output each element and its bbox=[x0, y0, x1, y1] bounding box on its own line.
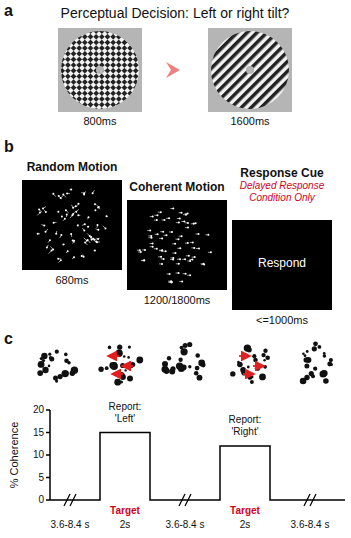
panel-letter: b bbox=[4, 138, 14, 156]
report-note: Report: 'Right' bbox=[219, 414, 271, 437]
screen-heading: Coherent Motion bbox=[127, 180, 227, 194]
moving-dots bbox=[127, 200, 227, 290]
duration: 2s bbox=[120, 519, 131, 531]
black-screen bbox=[127, 200, 227, 290]
black-screen bbox=[22, 180, 122, 270]
coherence-chart bbox=[46, 410, 345, 506]
report-note: Report: 'Left' bbox=[99, 401, 151, 424]
target-label: Target bbox=[230, 505, 260, 517]
interval-label: 3.6-8.4 s bbox=[166, 519, 205, 531]
panel-letter: a bbox=[4, 2, 13, 20]
duration: 680ms bbox=[55, 274, 88, 287]
condition-note: Delayed Response Condition Only bbox=[232, 180, 332, 204]
tilted-grating bbox=[208, 28, 292, 112]
tick-label: 20 bbox=[14, 404, 44, 416]
plaid-stimulus bbox=[58, 28, 142, 112]
tick-label: 0 bbox=[14, 494, 44, 506]
moving-dots bbox=[22, 180, 122, 270]
screen-heading: Response Cue bbox=[232, 166, 332, 180]
duration: <=1000ms bbox=[256, 314, 308, 327]
panel-title: Perceptual Decision: Left or right tilt? bbox=[61, 5, 290, 21]
stimulus-screen: Random Motion bbox=[22, 160, 122, 270]
panel-letter: c bbox=[4, 330, 13, 348]
sequence-chevron bbox=[166, 62, 180, 78]
duration: 1200/1800ms bbox=[144, 294, 211, 307]
axis-title: % Coherence bbox=[8, 422, 21, 489]
tick-label: 5 bbox=[14, 472, 44, 484]
duration: 1600ms bbox=[230, 115, 269, 128]
screen-text: Respond bbox=[232, 256, 332, 270]
stimulus-screen: Coherent Motion bbox=[127, 180, 227, 290]
target-label: Target bbox=[110, 505, 140, 517]
duration: 2s bbox=[240, 519, 251, 531]
dot-clusters bbox=[37, 341, 333, 385]
tick-label: 15 bbox=[14, 427, 44, 439]
screen-heading: Random Motion bbox=[22, 160, 122, 174]
interval-label: 3.6-8.4 s bbox=[51, 519, 90, 531]
interval-label: 3.6-8.4 s bbox=[291, 519, 330, 531]
stimulus-screen: Response CueDelayed Response Condition O… bbox=[232, 166, 332, 310]
black-screen: Respond bbox=[232, 220, 332, 310]
tick-label: 10 bbox=[14, 449, 44, 461]
duration: 800ms bbox=[83, 115, 116, 128]
